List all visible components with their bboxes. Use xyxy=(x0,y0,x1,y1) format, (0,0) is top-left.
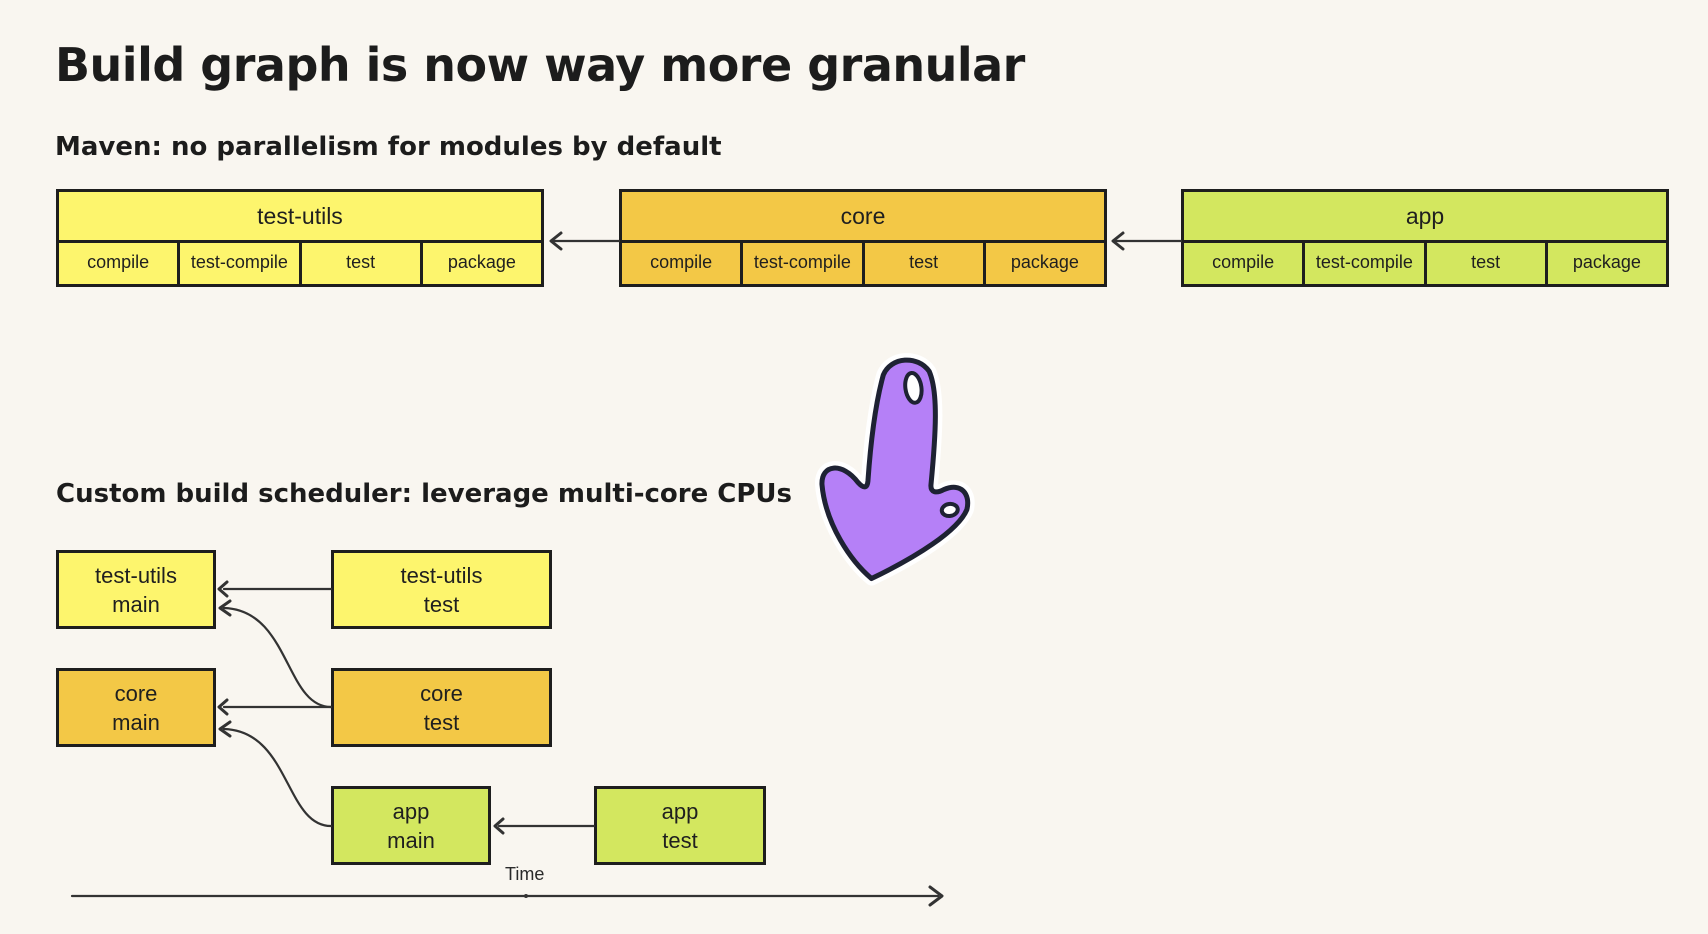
node-test-utils-test: test-utils test xyxy=(331,550,552,629)
phase-compile: compile xyxy=(1184,240,1306,284)
phase-package: package xyxy=(1572,251,1641,272)
maven-module-app: app compile test-compile test package xyxy=(1181,189,1669,287)
arrow-app-main-to-core-main xyxy=(222,727,333,828)
phase-test-compile: test-compile xyxy=(180,240,302,284)
time-axis-marker xyxy=(524,894,528,898)
phase-package: package xyxy=(447,251,516,272)
arrowhead xyxy=(217,580,229,598)
phase-package: package xyxy=(1010,251,1079,272)
maven-module-core: core compile test-compile test package xyxy=(619,189,1107,287)
node-core-test: core test xyxy=(331,668,552,747)
arrowhead xyxy=(493,817,505,835)
node-line-2: test xyxy=(423,591,460,617)
custom-scheduler-subtitle: Custom build scheduler: leverage multi-c… xyxy=(56,479,793,509)
phase-compile: compile xyxy=(59,240,181,284)
arrowhead xyxy=(549,231,563,251)
maven-module-test-utils: test-utils compile test-compile test pac… xyxy=(56,189,544,287)
node-line-2: main xyxy=(112,709,160,735)
arrowhead xyxy=(928,885,944,907)
node-line-1: test-utils xyxy=(95,562,177,588)
phase-test-compile: test-compile xyxy=(743,240,865,284)
node-core-main: core main xyxy=(56,668,216,747)
node-line-2: test xyxy=(662,827,698,853)
node-test-utils-main: test-utils main xyxy=(56,550,216,629)
node-app-test: app test xyxy=(594,786,766,865)
phase-test: test xyxy=(1427,240,1548,284)
node-line-1: app xyxy=(661,798,699,824)
phase-test-compile: test-compile xyxy=(1305,240,1427,284)
arrowhead xyxy=(218,599,232,617)
arrowhead xyxy=(218,720,232,738)
page-title: Build graph is now way more granular xyxy=(55,38,1025,92)
arrow-core-test-to-test-utils-main xyxy=(222,606,333,709)
time-axis-label: Time xyxy=(505,864,545,884)
maven-subtitle: Maven: no parallelism for modules by def… xyxy=(55,132,722,162)
node-line-1: test-utils xyxy=(400,562,483,588)
node-line-1: core xyxy=(114,680,158,706)
arrowhead xyxy=(217,698,229,716)
node-line-2: main xyxy=(387,827,435,853)
phase-test: test xyxy=(865,240,986,284)
node-line-2: test xyxy=(423,709,460,735)
node-line-1: core xyxy=(420,680,463,706)
phase-compile: compile xyxy=(622,240,744,284)
node-app-main: app main xyxy=(331,786,491,865)
pointing-hand-sticker-icon xyxy=(814,353,975,586)
node-line-2: main xyxy=(112,591,160,617)
node-line-1: app xyxy=(392,798,430,824)
arrowhead xyxy=(1111,231,1125,251)
phase-test: test xyxy=(302,240,423,284)
